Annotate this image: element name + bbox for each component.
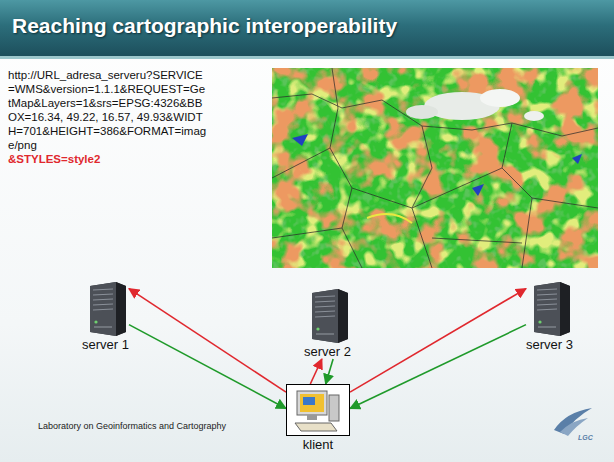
server-node: server 2 <box>304 287 351 359</box>
node-label: klient <box>286 437 350 452</box>
lgc-logo <box>554 408 592 436</box>
computer-icon <box>287 385 349 435</box>
node-label: server 1 <box>82 337 129 352</box>
node-label: server 2 <box>304 344 351 359</box>
message-arrow <box>350 289 526 393</box>
map-image <box>272 68 598 268</box>
title-rule <box>0 56 614 59</box>
client-box <box>286 384 350 436</box>
message-arrow <box>310 359 322 384</box>
server-icon <box>82 280 128 336</box>
slide-title: Reaching cartographic interoperability <box>12 14 397 38</box>
logo-text: LGC <box>578 434 593 441</box>
message-arrow <box>129 325 286 409</box>
message-arrow <box>350 325 526 409</box>
message-arrow <box>326 359 333 384</box>
message-arrow <box>129 289 286 393</box>
server-icon <box>304 287 350 343</box>
server-node: server 3 <box>526 280 573 352</box>
request-url: http://URL_adresa_serveru?SERVICE=WMS&ve… <box>8 68 208 152</box>
server-icon <box>526 280 572 336</box>
footer-text: Laboratory on Geoinformatics and Cartogr… <box>38 421 226 431</box>
client-node: klient <box>286 384 350 452</box>
style-parameter: &STYLES=style2 <box>8 152 208 166</box>
request-block: http://URL_adresa_serveru?SERVICE=WMS&ve… <box>8 68 208 166</box>
node-label: server 3 <box>526 337 573 352</box>
server-node: server 1 <box>82 280 129 352</box>
